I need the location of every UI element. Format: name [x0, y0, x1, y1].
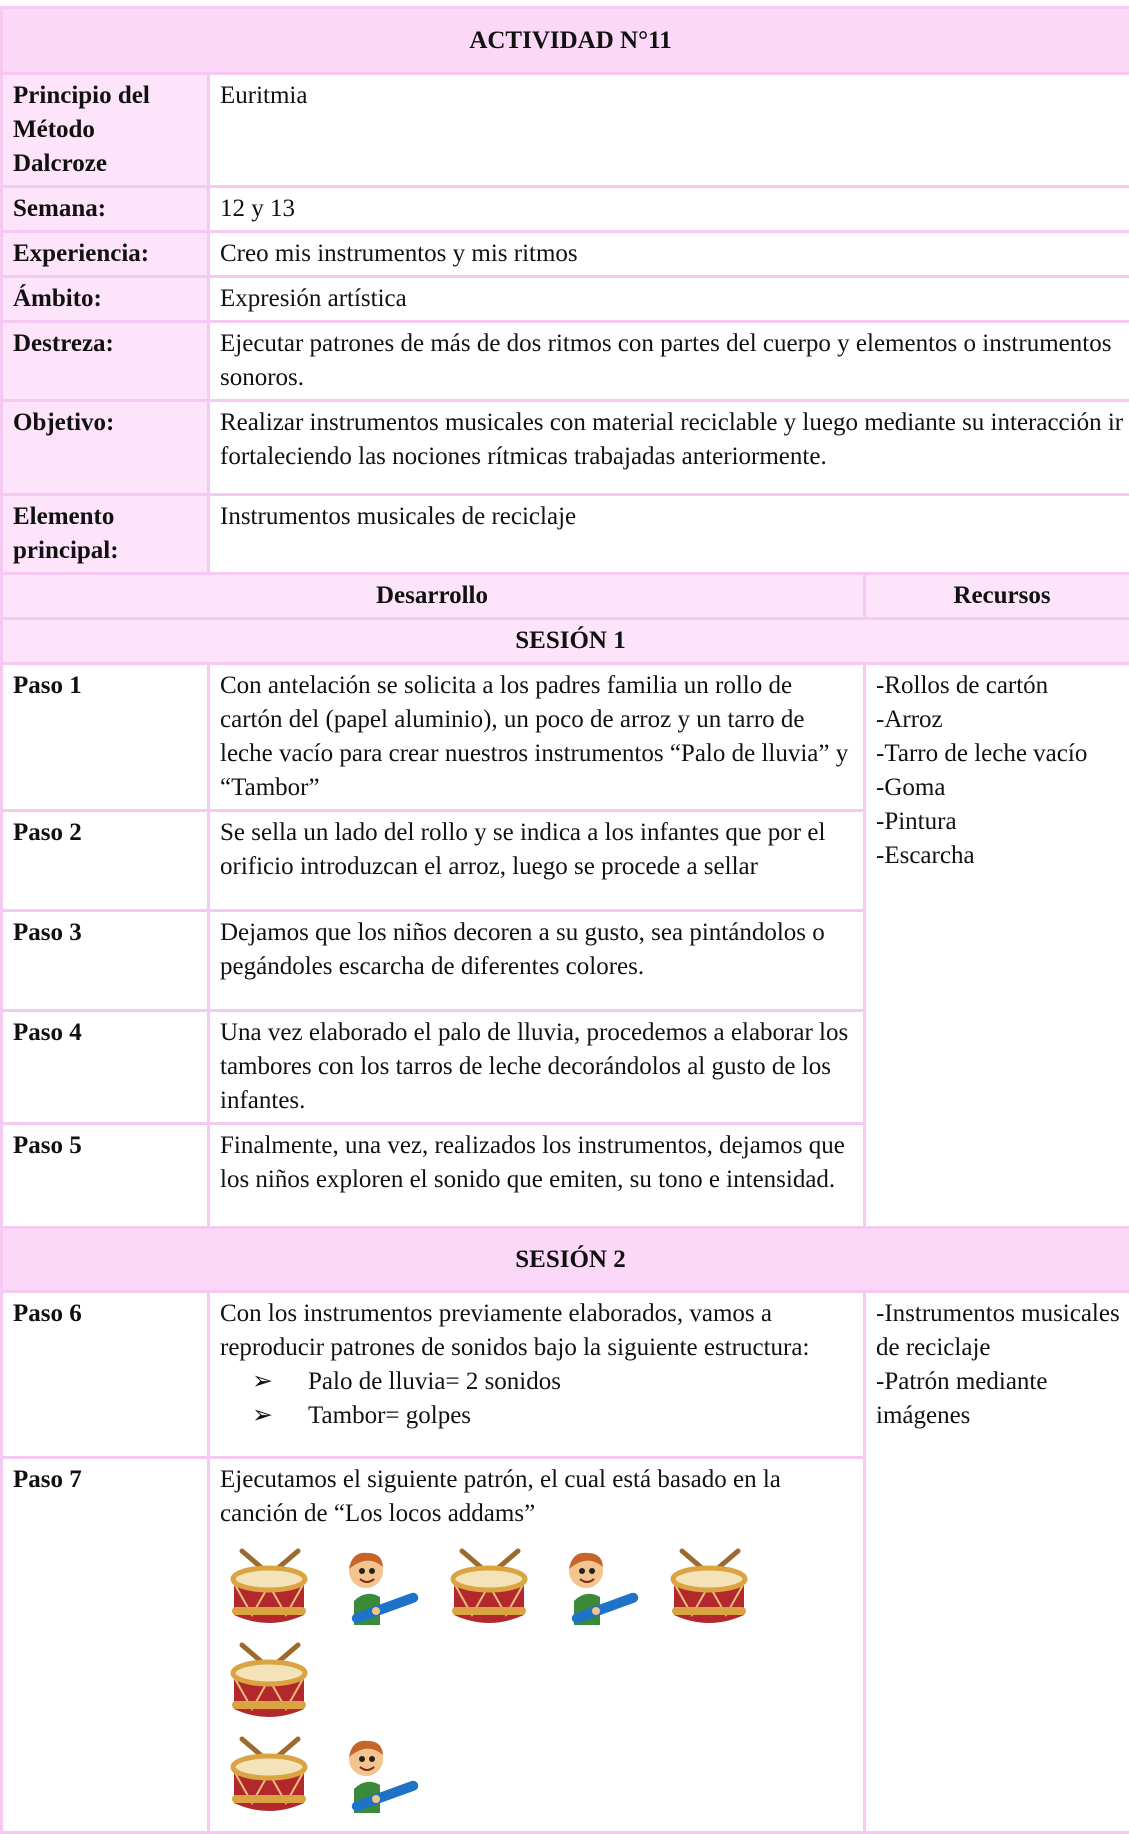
info-row: Elemento principal: Instrumentos musical…	[2, 495, 1129, 574]
info-value: 12 y 13	[209, 187, 1129, 232]
list-item: ➢ Palo de lluvia= 2 sonidos	[244, 1365, 851, 1399]
step-text-cell: Con los instrumentos previamente elabora…	[209, 1292, 865, 1458]
recursos-header: Recursos	[865, 574, 1129, 619]
info-row: Objetivo: Realizar instrumentos musicale…	[2, 401, 1129, 495]
resource-item: -Tarro de leche vacío	[876, 737, 1128, 771]
step-text-cell: Ejecutamos el siguiente patrón, el cual …	[209, 1458, 865, 1833]
session-1-title: SESIÓN 1	[2, 619, 1129, 664]
info-label: Destreza:	[2, 322, 209, 401]
info-row: Experiencia: Creo mis instrumentos y mis…	[2, 232, 1129, 277]
drum-icon	[226, 1733, 324, 1819]
arrow-bullet-icon: ➢	[252, 1399, 273, 1433]
step-label: Paso 4	[2, 1011, 209, 1124]
info-label: Semana:	[2, 187, 209, 232]
info-row: Principio del Método Dalcroze Euritmia	[2, 74, 1129, 187]
activity-title: ACTIVIDAD N°11	[2, 8, 1129, 74]
info-label: Objetivo:	[2, 401, 209, 495]
info-label: Principio del Método Dalcroze	[2, 74, 209, 187]
resource-item: -Pintura	[876, 805, 1128, 839]
step-text: Dejamos que los niños decoren a su gusto…	[209, 911, 865, 1011]
session-1-resources: -Rollos de cartón -Arroz -Tarro de leche…	[865, 664, 1129, 1228]
info-label: Ámbito:	[2, 277, 209, 322]
info-value: Ejecutar patrones de más de dos ritmos c…	[209, 322, 1129, 401]
step-text: Con antelación se solicita a los padres …	[209, 664, 865, 811]
step-row: Paso 6 Con los instrumentos previamente …	[2, 1292, 1129, 1458]
step-label: Paso 5	[2, 1124, 209, 1228]
info-value: Instrumentos musicales de reciclaje	[209, 495, 1129, 574]
step-text: Finalmente, una vez, realizados los inst…	[209, 1124, 865, 1228]
activity-table: ACTIVIDAD N°11 Principio del Método Dalc…	[0, 6, 1129, 1834]
resource-item: -Patrón mediante imágenes	[876, 1365, 1128, 1433]
step-label: Paso 7	[2, 1458, 209, 1833]
resource-item: -Rollos de cartón	[876, 669, 1128, 703]
resource-item: -Arroz	[876, 703, 1128, 737]
rain-stick-boy-icon	[556, 1545, 654, 1631]
info-label: Elemento principal:	[2, 495, 209, 574]
info-row: Semana: 12 y 13	[2, 187, 1129, 232]
drum-icon	[666, 1545, 764, 1631]
step-row: Paso 1 Con antelación se solicita a los …	[2, 664, 1129, 811]
step-text: Se sella un lado del rollo y se indica a…	[209, 811, 865, 911]
step-label: Paso 1	[2, 664, 209, 811]
info-label: Experiencia:	[2, 232, 209, 277]
info-row: Ámbito: Expresión artística	[2, 277, 1129, 322]
info-value: Expresión artística	[209, 277, 1129, 322]
step-label: Paso 6	[2, 1292, 209, 1458]
desarrollo-header: Desarrollo	[2, 574, 865, 619]
resource-item: -Goma	[876, 771, 1128, 805]
arrow-bullet-icon: ➢	[252, 1365, 273, 1399]
structure-list: ➢ Palo de lluvia= 2 sonidos ➢ Tambor= golp…	[220, 1365, 851, 1433]
drum-icon	[446, 1545, 544, 1631]
info-value: Realizar instrumentos musicales con mate…	[209, 401, 1129, 495]
info-row: Destreza: Ejecutar patrones de más de do…	[2, 322, 1129, 401]
rain-stick-boy-icon	[336, 1733, 434, 1819]
bullet-text: Palo de lluvia= 2 sonidos	[308, 1368, 561, 1395]
resource-item: -Instrumentos musicales de reciclaje	[876, 1297, 1128, 1365]
info-value: Creo mis instrumentos y mis ritmos	[209, 232, 1129, 277]
rhythm-pattern	[220, 1531, 851, 1827]
resource-item: -Escarcha	[876, 839, 1128, 873]
step-text: Con los instrumentos previamente elabora…	[220, 1297, 851, 1365]
step-text: Ejecutamos el siguiente patrón, el cual …	[220, 1463, 851, 1531]
drum-icon	[226, 1639, 324, 1725]
rain-stick-boy-icon	[336, 1545, 434, 1631]
session-2-resources: -Instrumentos musicales de reciclaje -Pa…	[865, 1292, 1129, 1833]
list-item: ➢ Tambor= golpes	[244, 1399, 851, 1433]
drum-icon	[226, 1545, 324, 1631]
bullet-text: Tambor= golpes	[308, 1402, 471, 1429]
info-value: Euritmia	[209, 74, 1129, 187]
step-label: Paso 2	[2, 811, 209, 911]
session-2-title: SESIÓN 2	[2, 1228, 1129, 1292]
step-label: Paso 3	[2, 911, 209, 1011]
step-text: Una vez elaborado el palo de lluvia, pro…	[209, 1011, 865, 1124]
